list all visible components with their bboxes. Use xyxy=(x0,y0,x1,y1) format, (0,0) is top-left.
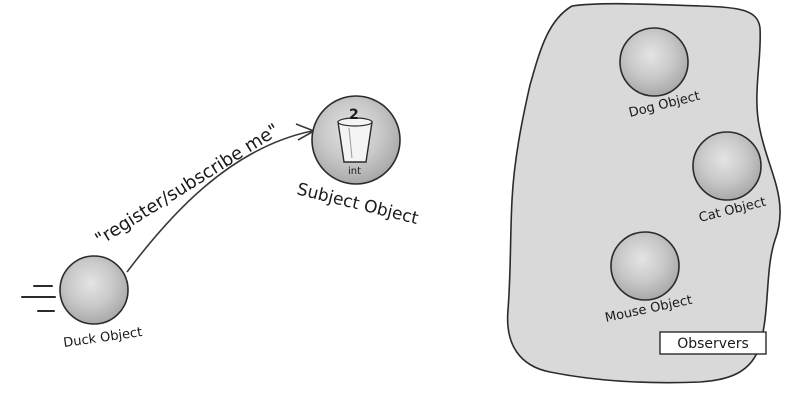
subject-value: 2 xyxy=(349,107,359,123)
subject-object-label: Subject Object xyxy=(295,179,421,229)
duck-object-circle xyxy=(59,255,129,325)
dog-object-circle xyxy=(619,27,689,97)
mouse-object-circle xyxy=(610,231,680,301)
int-cup-icon xyxy=(337,117,373,163)
motion-lines xyxy=(21,285,56,312)
duck-object-label: Duck Object xyxy=(62,325,143,351)
subject-type-label: int xyxy=(348,166,361,177)
observers-label: Observers xyxy=(677,336,749,352)
register-arrow-label: "register/subscribe me" xyxy=(92,120,284,251)
cat-object-circle xyxy=(692,131,762,201)
observers-label-box xyxy=(659,331,767,355)
observers-blob xyxy=(506,2,781,384)
